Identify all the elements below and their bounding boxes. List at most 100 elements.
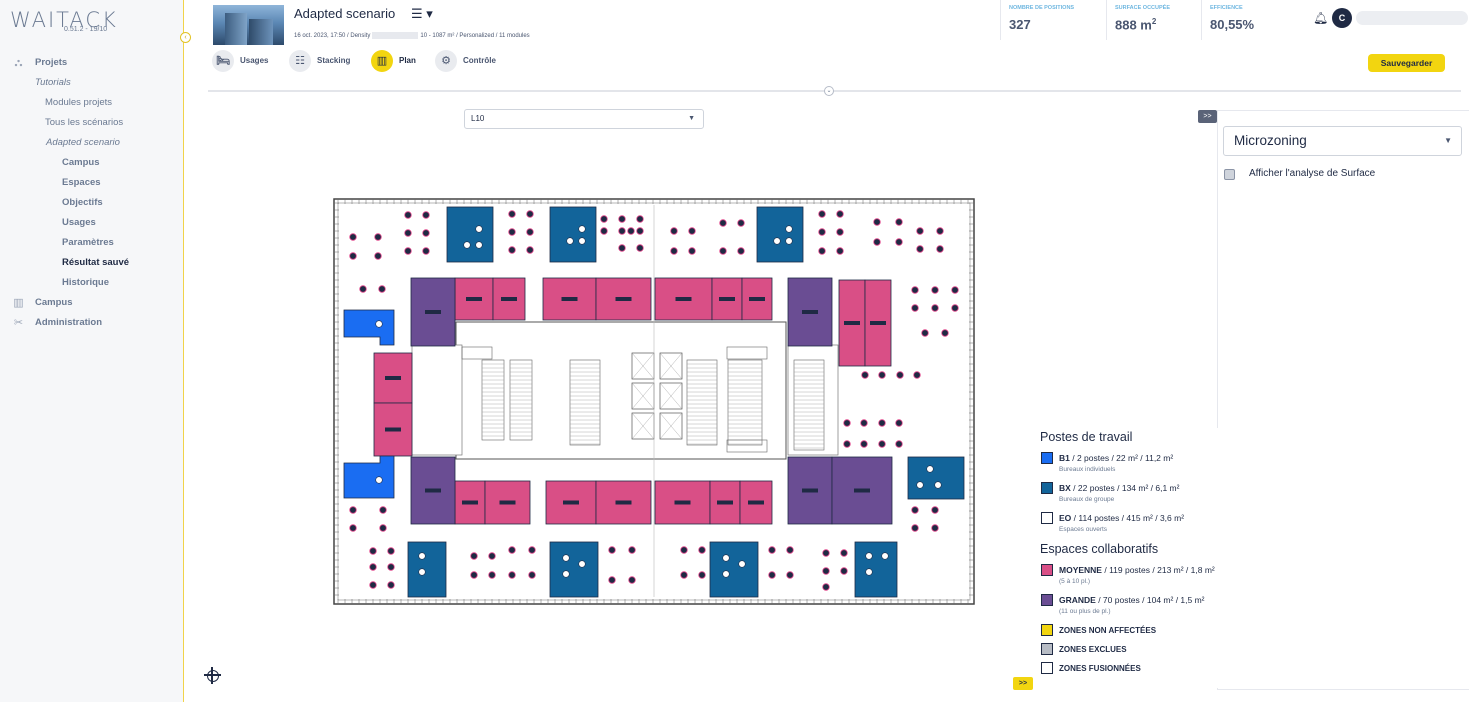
bell-icon[interactable]: 🔔︎: [1313, 11, 1329, 25]
sidebar-item[interactable]: Usages: [0, 213, 184, 233]
workstation-dot: [422, 247, 430, 255]
sidebar-item[interactable]: ▥Campus: [0, 293, 184, 313]
save-button[interactable]: Sauvegarder: [1368, 54, 1445, 72]
sidebar-item-label: Objectifs: [62, 197, 103, 208]
workstation-dot: [768, 571, 776, 579]
sidebar-item-label: Campus: [62, 157, 100, 168]
workstation-dot: [786, 546, 794, 554]
workstation-dot: [600, 227, 608, 235]
room-label: [844, 321, 860, 325]
workstation-dot-white: [566, 237, 574, 245]
room-bx: [407, 541, 447, 598]
tools-icon: ✂: [13, 317, 24, 329]
workstation-dot: [636, 244, 644, 252]
stacking-icon: ☷: [289, 50, 311, 72]
workstation-dot-white: [578, 560, 586, 568]
workstation-dot: [526, 228, 534, 236]
legend-code: BX: [1059, 483, 1071, 493]
workstation-dot: [822, 567, 830, 575]
sidebar-item[interactable]: Adapted scenario: [0, 133, 184, 153]
app-logo[interactable]: WAITACK: [10, 8, 118, 32]
lift: [659, 412, 683, 440]
workstation-dot: [488, 571, 496, 579]
room-moyenne: [739, 480, 773, 525]
workstation-dot: [636, 227, 644, 235]
workstation-dot: [618, 215, 626, 223]
workstation-dot: [508, 210, 516, 218]
sidebar-collapse-button[interactable]: ‹: [180, 32, 191, 43]
workstation-dot: [836, 247, 844, 255]
sidebar-item[interactable]: Historique: [0, 273, 184, 293]
chevron-down-icon[interactable]: ⌄: [824, 86, 834, 96]
floor-plan[interactable]: [332, 185, 977, 610]
workstation-dot: [895, 440, 903, 448]
sidebar-item[interactable]: Paramètres: [0, 233, 184, 253]
legend-text: / 114 postes / 415 m² / 3,6 m²: [1071, 513, 1185, 523]
legend-swatch: [1041, 452, 1053, 464]
lift-cross: [659, 352, 683, 380]
workstation-dot: [508, 228, 516, 236]
stat-value: 327: [1009, 17, 1106, 32]
sidebar-item[interactable]: Résultat sauvé: [0, 253, 184, 273]
room-label: [501, 297, 517, 301]
mode-select[interactable]: Microzoning ▼: [1223, 126, 1462, 156]
user-name-redacted[interactable]: [1356, 11, 1468, 25]
workstation-dot: [822, 549, 830, 557]
legend-toggle-button[interactable]: >>: [1013, 677, 1033, 690]
sidebar-item[interactable]: Espaces: [0, 173, 184, 193]
sidebar-item-label: Tutorials: [35, 77, 71, 88]
workstation-dot: [931, 304, 939, 312]
workstation-dot: [911, 304, 919, 312]
legend-swatch: [1041, 662, 1053, 674]
workstation-dot: [786, 571, 794, 579]
workstation-dot: [895, 218, 903, 226]
workstation-dot: [860, 419, 868, 427]
workstation-dot: [843, 440, 851, 448]
legend-flag-row: ZONES EXCLUES: [1041, 643, 1219, 671]
sidebar-item[interactable]: Tutorials: [0, 73, 184, 93]
sidebar-item[interactable]: Modules projets: [0, 93, 184, 113]
workstation-dot: [627, 227, 635, 235]
workstation-dot: [508, 571, 516, 579]
level-select[interactable]: L10 ▼: [464, 109, 704, 129]
sidebar-item[interactable]: Objectifs: [0, 193, 184, 213]
stat-value-number: 327: [1009, 17, 1031, 32]
workstation-dot-white: [722, 554, 730, 562]
workstation-dot-white: [785, 225, 793, 233]
sidebar-item-label: Usages: [62, 217, 96, 228]
room-label: [675, 297, 692, 301]
surface-analysis-checkbox[interactable]: [1224, 169, 1235, 180]
workstation-dot: [404, 229, 412, 237]
recenter-icon[interactable]: [204, 667, 221, 684]
sidebar-item[interactable]: Tous les scénarios: [0, 113, 184, 133]
workstation-dot: [379, 506, 387, 514]
workstation-dot: [608, 576, 616, 584]
room-label: [385, 376, 401, 380]
workstation-dot: [528, 571, 536, 579]
workstation-dot: [680, 571, 688, 579]
legend-sub: Espaces ouverts: [1059, 526, 1108, 533]
legend-swatch: [1041, 564, 1053, 576]
scenario-info-date: 16 oct. 2023, 17:50 / Density: [294, 33, 371, 40]
legend-text: / 2 postes / 22 m² / 11,2 m²: [1069, 453, 1174, 463]
wc-block: [726, 346, 768, 360]
workstation-dot: [836, 228, 844, 236]
sidebar-item-label: Espaces: [62, 177, 101, 188]
room-label: [615, 297, 632, 301]
sidebar-item[interactable]: ✂Administration: [0, 313, 184, 333]
plan-outline-inner: [337, 202, 971, 601]
workstation-dot: [628, 576, 636, 584]
sidebar-item[interactable]: Campus: [0, 153, 184, 173]
panel-toggle-button[interactable]: >>: [1198, 110, 1217, 123]
building-core: [455, 321, 787, 460]
scenario-menu-icon[interactable]: ☰ ▾: [411, 6, 433, 21]
workstation-dot: [508, 246, 516, 254]
legend-flag-label: ZONES EXCLUES: [1059, 645, 1127, 654]
workstation-dot: [951, 304, 959, 312]
avatar[interactable]: C: [1332, 8, 1352, 28]
tab-label: Usages: [240, 56, 269, 65]
sidebar-item[interactable]: ⛬Projets: [0, 53, 184, 73]
